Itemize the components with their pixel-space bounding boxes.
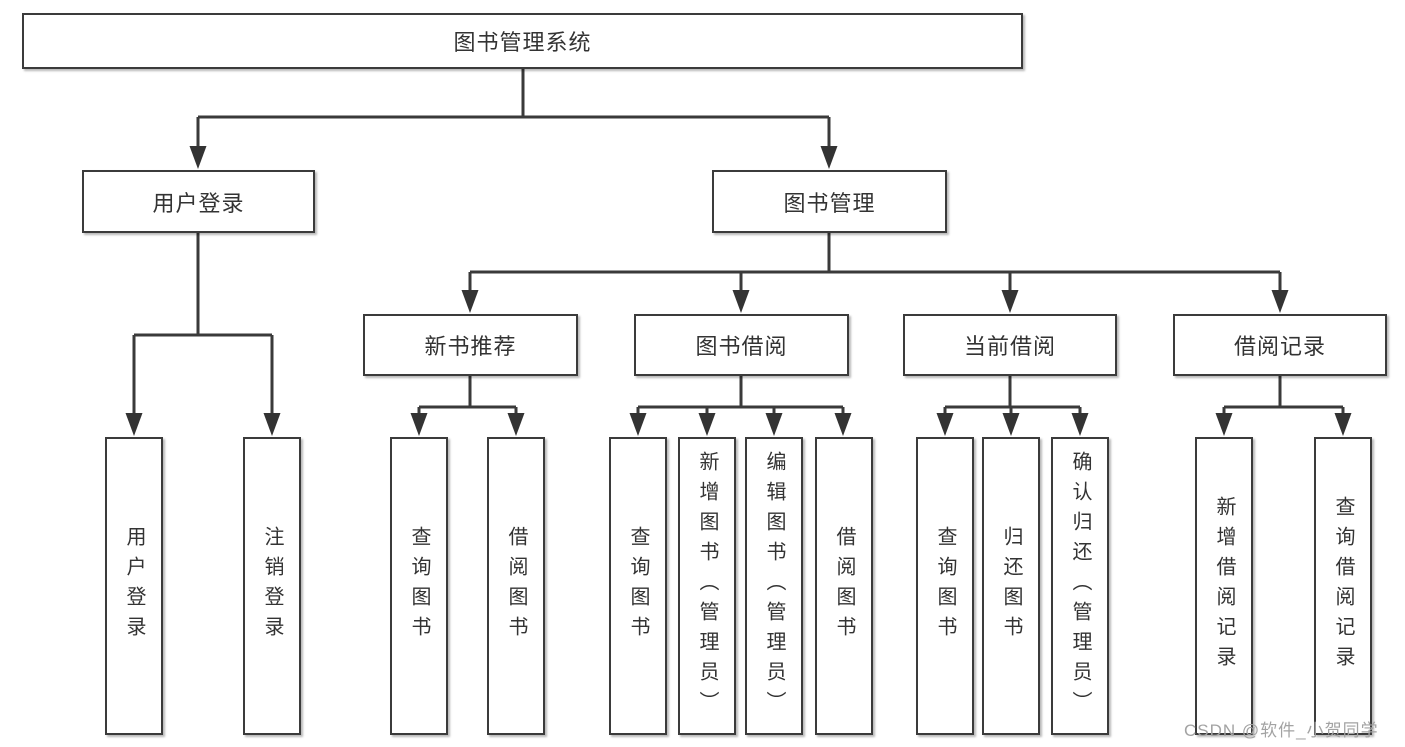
leaf-add-borrow-record-label: 新增借阅记录 xyxy=(1213,496,1235,676)
connector-new-book-branch xyxy=(417,376,518,416)
leaf-add-book-admin: 新增图书（管理员） xyxy=(678,437,736,735)
node-current-borrow: 当前借阅 xyxy=(903,314,1117,376)
node-book-borrow: 图书借阅 xyxy=(634,314,849,376)
node-current-borrow-label: 当前借阅 xyxy=(963,334,1056,359)
leaf-add-borrow-record: 新增借阅记录 xyxy=(1195,437,1253,735)
leaf-query-books-current-label: 查询图书 xyxy=(934,526,956,646)
leaf-add-book-admin-label: 新增图书（管理员） xyxy=(696,451,718,721)
leaf-query-books-borrow: 查询图书 xyxy=(609,437,667,735)
leaf-borrow-books: 借阅图书 xyxy=(815,437,873,735)
leaf-borrow-books-label: 借阅图书 xyxy=(833,526,855,646)
leaf-logout-label: 注销登录 xyxy=(261,526,283,646)
leaf-borrow-books-recommend: 借阅图书 xyxy=(487,437,545,735)
leaf-query-borrow-record-label: 查询借阅记录 xyxy=(1332,496,1354,676)
node-user-login: 用户登录 xyxy=(82,170,315,233)
leaf-return-book: 归还图书 xyxy=(982,437,1040,735)
leaf-edit-book-admin: 编辑图书（管理员） xyxy=(745,437,803,735)
leaf-return-book-label: 归还图书 xyxy=(1000,526,1022,646)
leaf-query-borrow-record: 查询借阅记录 xyxy=(1314,437,1372,735)
node-root-label: 图书管理系统 xyxy=(453,30,592,55)
connector-book-borrow-branch xyxy=(636,376,845,416)
leaf-query-books-recommend-label: 查询图书 xyxy=(408,526,430,646)
leaf-query-books-current: 查询图书 xyxy=(916,437,974,735)
connector-book-mgmt-branch xyxy=(468,233,1282,293)
node-user-login-label: 用户登录 xyxy=(152,190,245,216)
node-book-management-label: 图书管理 xyxy=(783,190,876,216)
node-root: 图书管理系统 xyxy=(22,13,1023,69)
node-new-book-recommend: 新书推荐 xyxy=(363,314,578,376)
node-new-book-recommend-label: 新书推荐 xyxy=(424,334,517,359)
watermark: CSDN @软件_小贺同学 xyxy=(1184,721,1379,740)
leaf-confirm-return-admin-label: 确认归还（管理员） xyxy=(1069,451,1091,721)
arrowheads xyxy=(125,146,1352,436)
node-book-borrow-label: 图书借阅 xyxy=(695,334,788,359)
node-book-management: 图书管理 xyxy=(712,170,947,233)
leaf-query-books-borrow-label: 查询图书 xyxy=(627,526,649,646)
connector-root-to-level2 xyxy=(196,69,831,148)
connector-borrow-record-branch xyxy=(1222,376,1345,416)
leaf-logout: 注销登录 xyxy=(243,437,301,735)
connector-current-borrow-branch xyxy=(943,376,1082,416)
leaf-user-login-label: 用户登录 xyxy=(123,526,145,646)
leaf-query-books-recommend: 查询图书 xyxy=(390,437,448,735)
leaf-user-login: 用户登录 xyxy=(105,437,163,735)
connector-user-login-branch xyxy=(132,233,274,416)
node-borrow-record-label: 借阅记录 xyxy=(1233,334,1326,359)
node-borrow-record: 借阅记录 xyxy=(1173,314,1387,376)
leaf-edit-book-admin-label: 编辑图书（管理员） xyxy=(763,451,785,721)
leaf-confirm-return-admin: 确认归还（管理员） xyxy=(1051,437,1109,735)
leaf-borrow-books-recommend-label: 借阅图书 xyxy=(505,526,527,646)
